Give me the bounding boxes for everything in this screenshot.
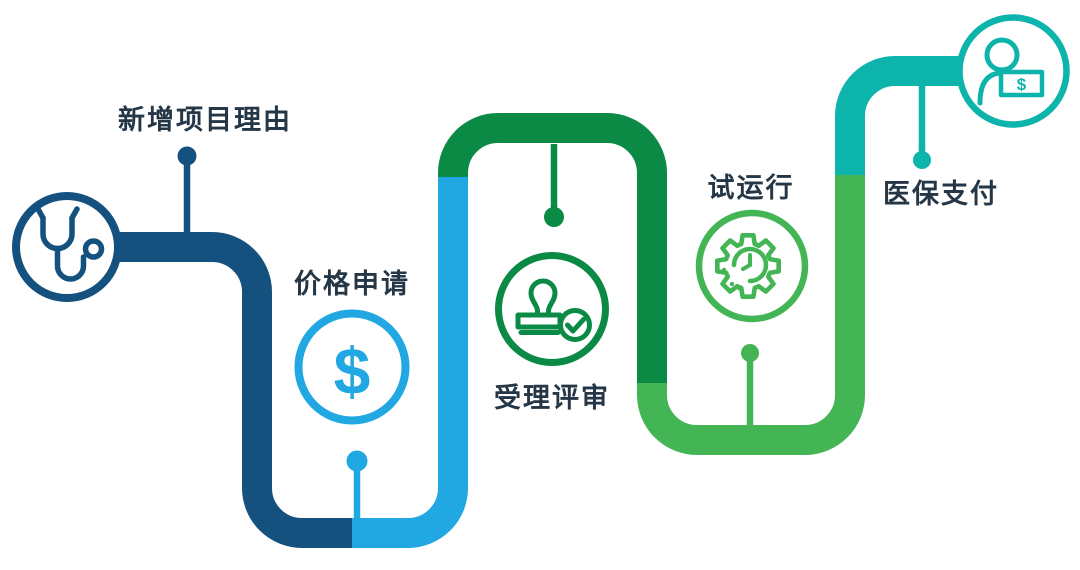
gear-clock-icon [715,233,781,299]
stamp-approval-icon [515,278,592,342]
stage-1: 新增项目理由 [12,104,352,548]
connector-dot-3 [544,207,564,227]
stethoscope-icon [35,206,105,282]
stage-1-label: 新增项目理由 [118,104,292,135]
connector-dot-5 [913,151,931,169]
path-segment-3 [438,113,667,383]
stage-2-label: 价格申请 [294,269,410,299]
connector-dot-4 [741,344,759,362]
insurance-payment-icon: $ [977,37,1045,106]
path-segment-2 [352,177,468,548]
path-segment-5 [835,56,960,175]
connector-dot-2 [346,450,368,472]
stage-3-label: 受理评审 [494,382,610,413]
stage-4-node-circle [695,209,809,323]
path-segment-4 [637,175,865,455]
stage-4-label: 试运行 [708,172,795,203]
connector-dot-1 [177,146,197,166]
path-segment-1 [65,232,352,548]
stage-4: 试运行 [637,172,865,455]
banknote-dollar-glyph: $ [1017,75,1027,94]
stage-2-node-circle [294,309,410,425]
stage-5: $ 医保支付 [835,14,1070,209]
stage-5-label: 医保支付 [883,179,999,209]
dollar-icon: $ [334,334,371,408]
stage-2: $ 价格申请 [294,177,468,548]
stage-3-node-circle [495,252,609,366]
stage-3: 受理评审 [438,113,667,413]
